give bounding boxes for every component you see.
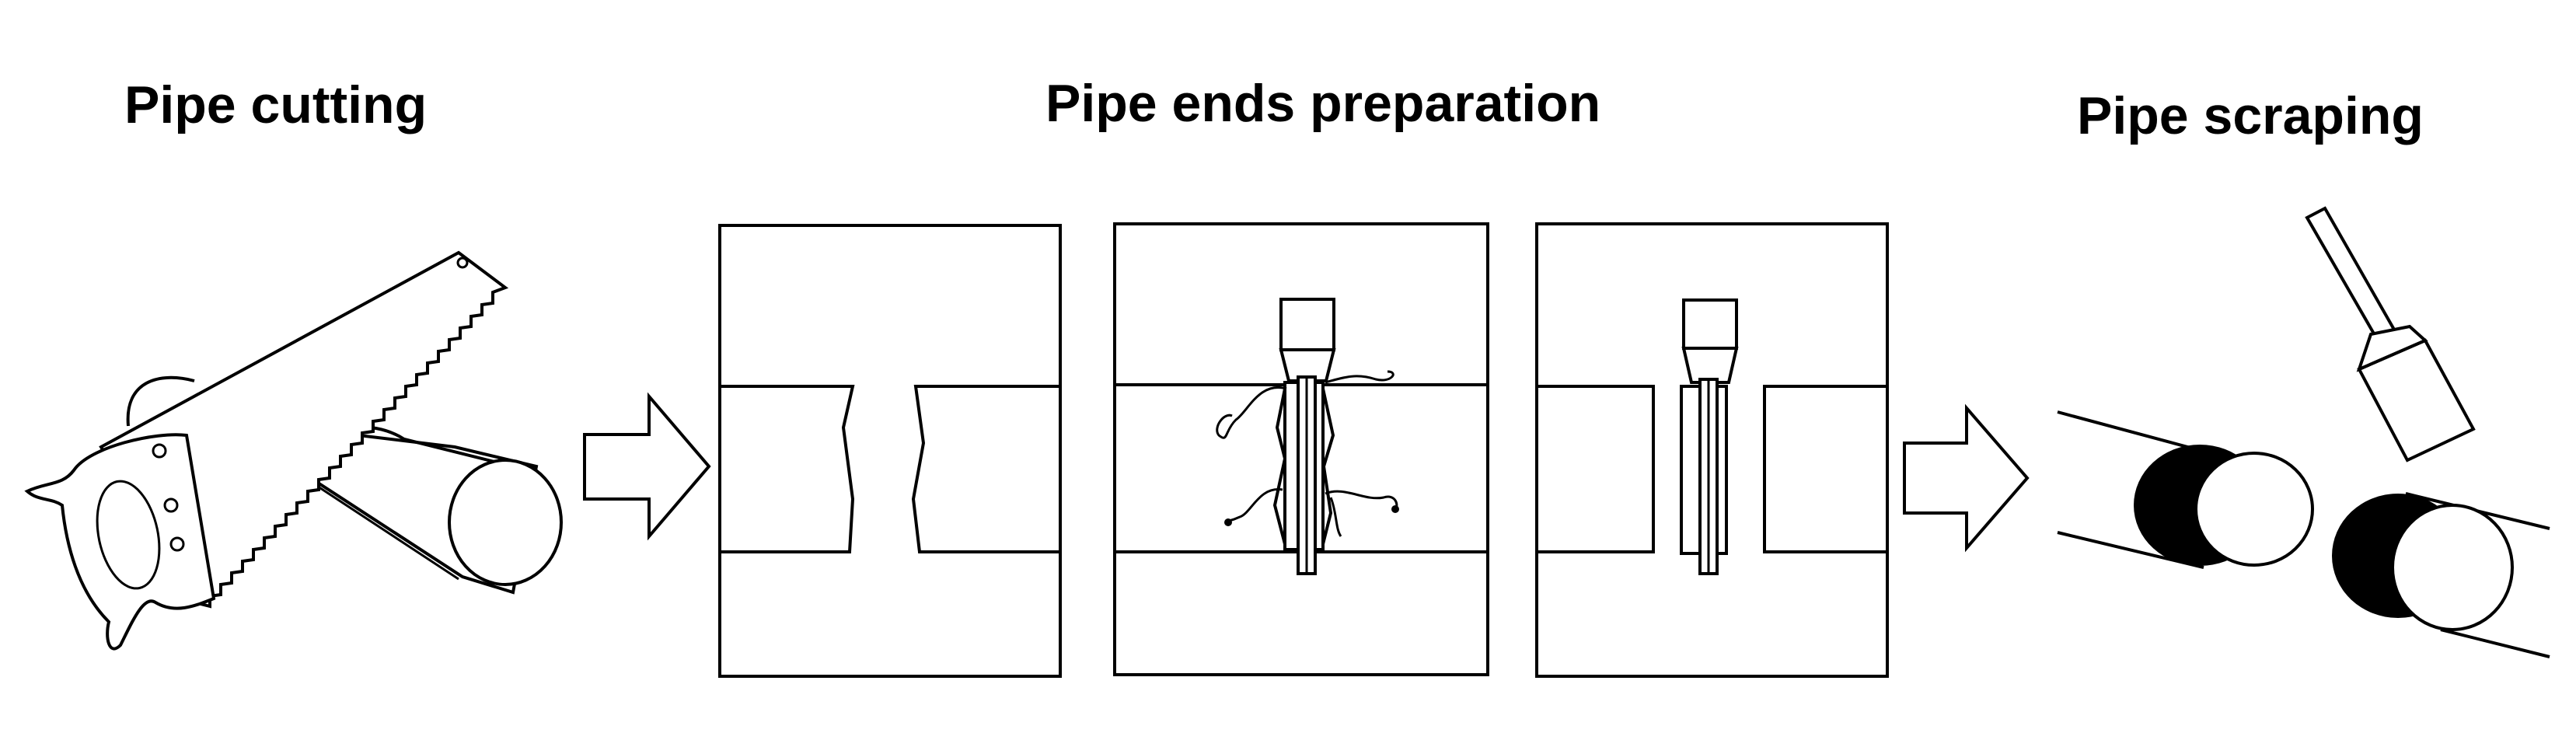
arrow-right-icon bbox=[583, 392, 711, 541]
panel-cut-ends bbox=[718, 224, 1062, 678]
panel-faced-ends bbox=[1535, 222, 1889, 678]
title-pipe-cutting: Pipe cutting bbox=[124, 75, 428, 134]
title-pipe-scraping: Pipe scraping bbox=[2077, 86, 2424, 145]
pipe-icon bbox=[2057, 410, 2314, 569]
arrow-right-icon bbox=[1903, 403, 2030, 553]
panel-facing bbox=[1113, 222, 1489, 676]
hand-saw-icon bbox=[24, 250, 509, 651]
title-pipe-ends-preparation: Pipe ends preparation bbox=[1045, 74, 1601, 133]
pipe-icon bbox=[2332, 492, 2550, 658]
scraper-icon bbox=[2305, 206, 2476, 462]
